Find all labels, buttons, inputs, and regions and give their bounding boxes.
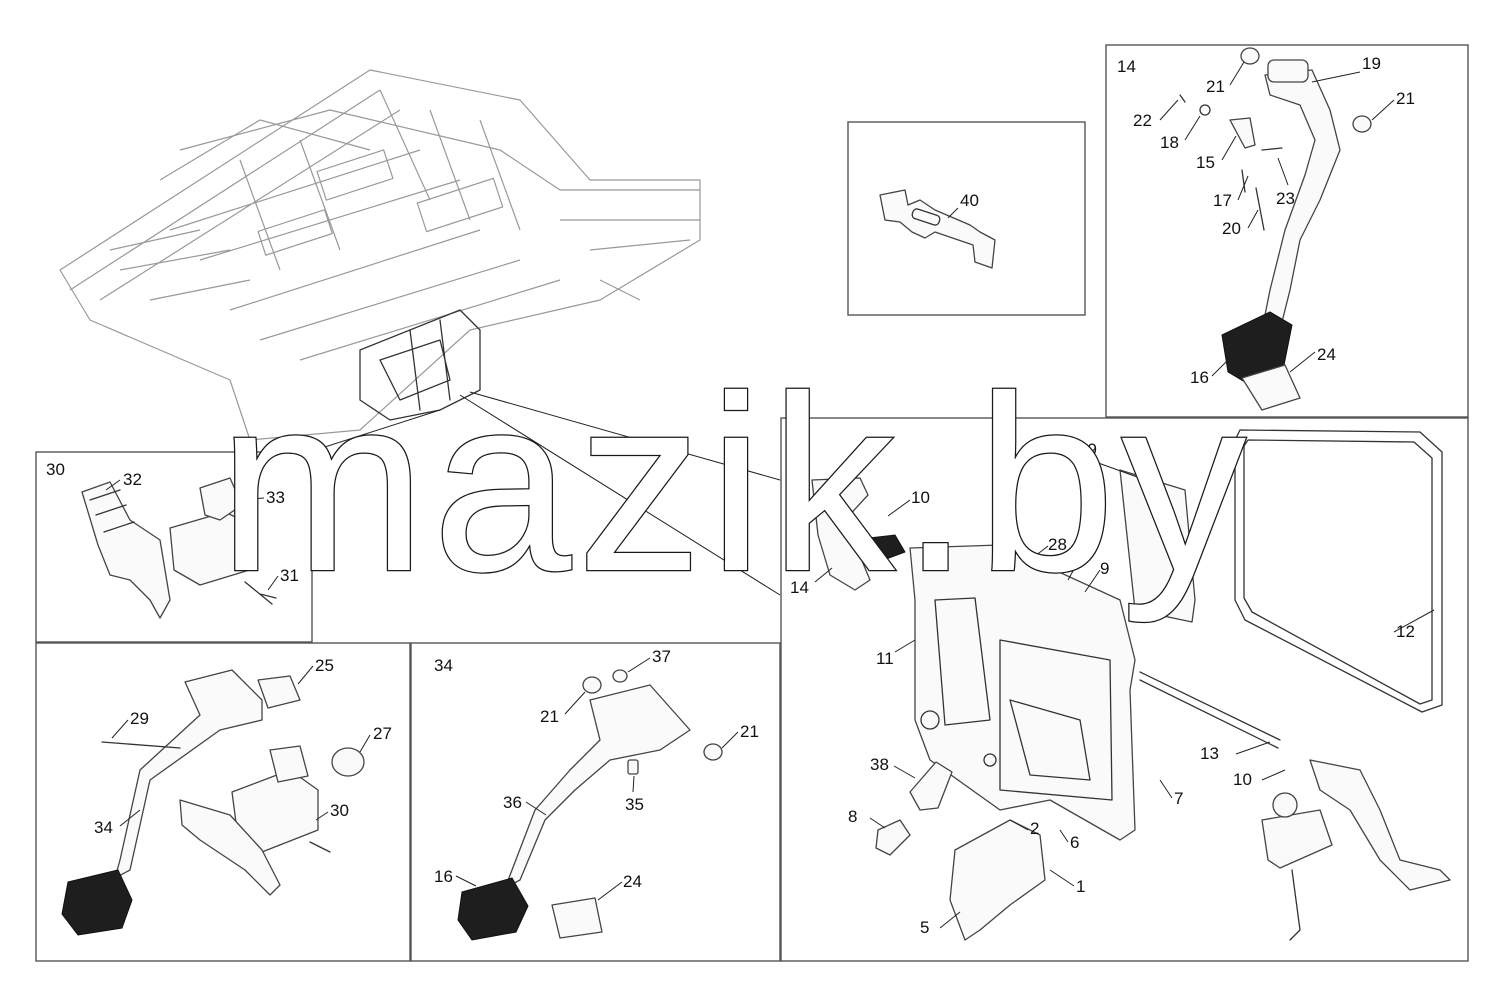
pad-cover-24	[551, 897, 603, 939]
panel-number: 14	[1117, 57, 1136, 76]
svg-text:35: 35	[625, 795, 644, 814]
brake-pedal-arm	[1261, 69, 1341, 331]
svg-text:14: 14	[790, 578, 809, 597]
svg-text:12: 12	[1396, 622, 1415, 641]
master-cylinder-32	[81, 481, 171, 619]
svg-text:1: 1	[1076, 877, 1085, 896]
vehicle-floor-drawing	[59, 69, 701, 441]
svg-text:16: 16	[1190, 368, 1209, 387]
pedal-box-bracket-11	[909, 544, 1136, 841]
panel-34: 34 37 21 21 35 36 16 24	[410, 642, 781, 962]
pad-cover-24	[1241, 364, 1301, 411]
svg-text:17: 17	[1213, 191, 1232, 210]
svg-text:13: 13	[1200, 744, 1219, 763]
svg-text:28: 28	[1048, 535, 1067, 554]
svg-text:21: 21	[1206, 77, 1225, 96]
pedal-pad-16	[457, 877, 529, 941]
connection-line	[299, 409, 441, 456]
pedal-14	[811, 477, 871, 591]
connection-line	[459, 394, 781, 596]
svg-text:33: 33	[266, 488, 285, 507]
shaft-13	[1139, 671, 1281, 749]
svg-text:32: 32	[123, 470, 142, 489]
svg-text:22: 22	[1133, 111, 1152, 130]
svg-text:11: 11	[876, 649, 894, 668]
svg-text:21: 21	[540, 707, 559, 726]
svg-text:24: 24	[1317, 345, 1336, 364]
svg-text:19: 19	[1362, 54, 1381, 73]
svg-text:25: 25	[315, 656, 334, 675]
svg-text:18: 18	[1160, 133, 1179, 152]
panel-34-clutch-assembly: 25 29 27 34 30	[35, 642, 411, 962]
svg-text:37: 37	[652, 647, 671, 666]
panel-number: 30	[46, 460, 65, 479]
svg-text:9: 9	[1100, 559, 1109, 578]
svg-text:38: 38	[870, 755, 889, 774]
svg-text:23: 23	[1276, 189, 1295, 208]
panel-number: 34	[434, 656, 453, 675]
panel-30: 30 32 33 31	[35, 451, 313, 643]
svg-text:6: 6	[1070, 833, 1079, 852]
panel-40: 40	[847, 121, 1086, 316]
svg-text:5: 5	[920, 918, 929, 937]
panel-14: 14 21 19 21 22 18 15 17 23 20 24 16	[1105, 44, 1469, 418]
panel-3: 3 39 10 28 4 9 14 12 11 13	[780, 417, 1469, 962]
part-label-40: 40	[960, 191, 979, 210]
plate-39	[1119, 469, 1196, 623]
clutch-pedal-arm-36	[504, 684, 691, 889]
svg-text:31: 31	[280, 566, 299, 585]
svg-text:16: 16	[434, 867, 453, 886]
svg-text:21: 21	[1396, 89, 1415, 108]
panel-number: 3	[789, 429, 798, 448]
svg-text:21: 21	[740, 722, 759, 741]
valve-5	[949, 819, 1046, 941]
connection-line	[469, 391, 781, 481]
seal-12	[1234, 429, 1443, 713]
svg-text:30: 30	[330, 801, 349, 820]
svg-text:4: 4	[1074, 543, 1083, 562]
bracket-40	[879, 189, 996, 269]
svg-text:24: 24	[623, 872, 642, 891]
clutch-pedal-arm-34	[114, 669, 263, 879]
svg-text:7: 7	[1174, 789, 1183, 808]
svg-text:36: 36	[503, 793, 522, 812]
watermark-text: mazik.by	[218, 344, 1252, 623]
svg-text:20: 20	[1222, 219, 1241, 238]
svg-text:10: 10	[1233, 770, 1252, 789]
pedal-pad	[61, 869, 133, 936]
svg-text:39: 39	[1078, 440, 1097, 459]
svg-text:15: 15	[1196, 153, 1215, 172]
svg-text:27: 27	[373, 724, 392, 743]
svg-text:8: 8	[848, 807, 857, 826]
svg-text:29: 29	[130, 709, 149, 728]
svg-text:34: 34	[94, 818, 113, 837]
svg-text:2: 2	[1030, 819, 1039, 838]
svg-text:10: 10	[911, 488, 930, 507]
